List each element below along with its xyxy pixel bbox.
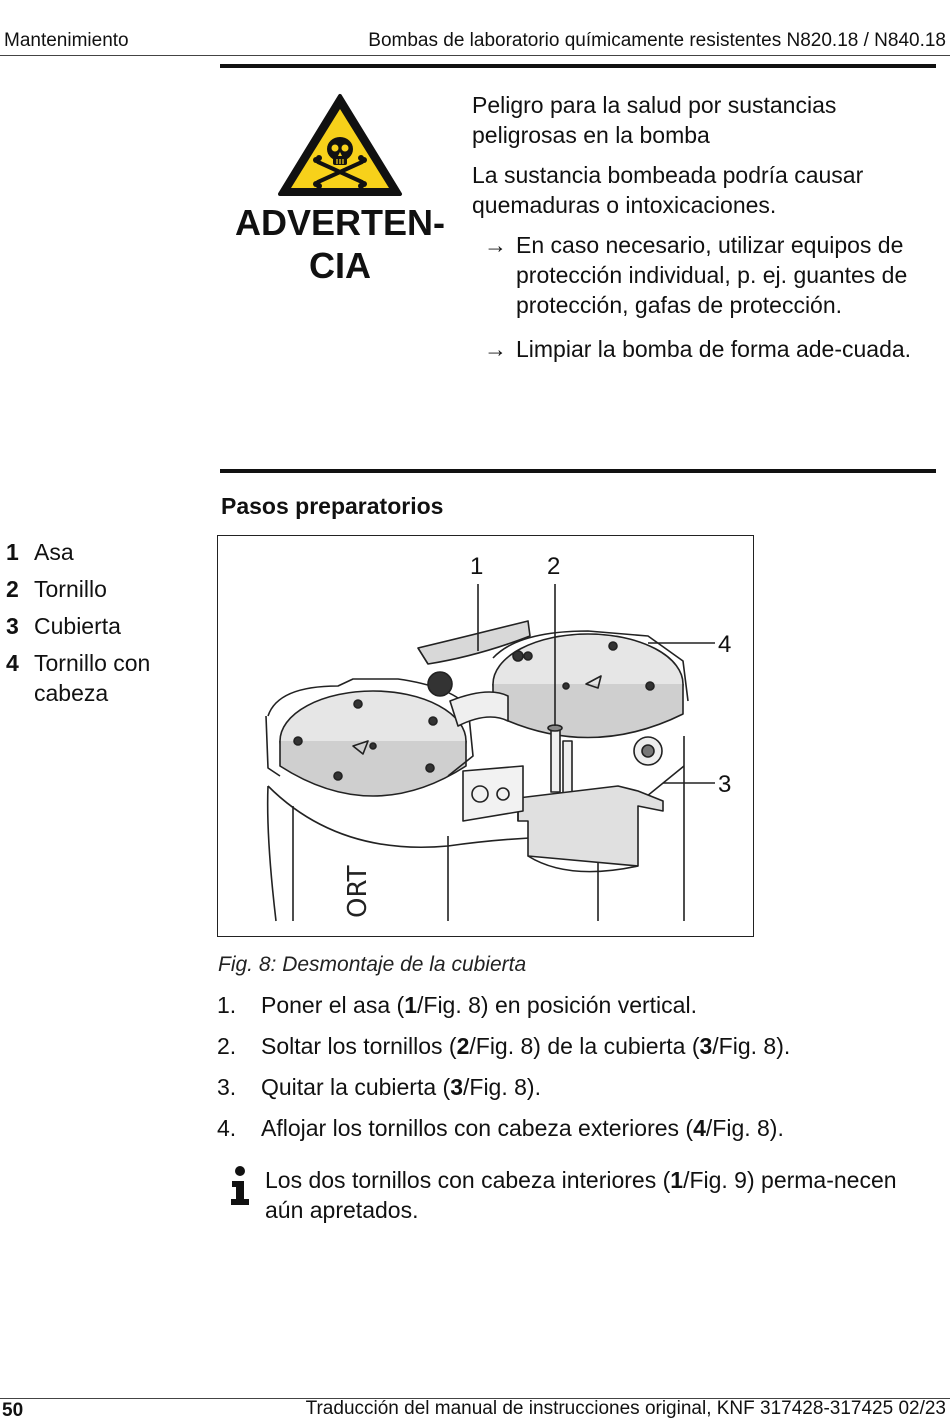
step-text: /Fig. 8).: [712, 1033, 791, 1059]
header-divider: [0, 55, 950, 56]
callout-1: 1: [470, 553, 483, 580]
legend-number: 1: [6, 539, 19, 565]
procedure-step: 3. Quitar la cubierta (3/Fig. 8).: [217, 1072, 937, 1102]
callout-3: 3: [718, 771, 731, 798]
legend-number: 2: [6, 576, 19, 602]
legend-label: Tornillo: [34, 576, 107, 602]
step-number: 1.: [217, 992, 237, 1018]
step-text: Aflojar los tornillos con cabeza exterio…: [261, 1115, 694, 1141]
step-number: 2.: [217, 1033, 237, 1059]
info-note: Los dos tornillos con cabeza interiores …: [225, 1165, 925, 1225]
warning-hazard: Peligro para la salud por sustancias pel…: [472, 92, 837, 148]
page-number: 50: [2, 1400, 24, 1421]
running-header-section: Mantenimiento: [4, 30, 129, 51]
callout-4: 4: [718, 631, 731, 658]
legend-label: Cubierta: [34, 613, 121, 639]
warning-measure: → En caso necesario, utilizar equipos de…: [472, 230, 932, 320]
procedure-step: 1. Poner el asa (1/Fig. 8) en posición v…: [217, 990, 937, 1020]
step-ref: 3: [450, 1074, 463, 1100]
step-ref: 4: [693, 1115, 706, 1141]
section-title: Pasos preparatorios: [221, 493, 444, 519]
step-text: Quitar la cubierta (: [261, 1074, 451, 1100]
legend-label: Asa: [34, 539, 74, 565]
warning-bottom-rule: [220, 469, 936, 473]
legend-number: 3: [6, 613, 19, 639]
warning-measure-text: En caso necesario, utilizar equipos de p…: [516, 232, 908, 318]
arrow-right-icon: →: [484, 336, 507, 362]
legend-number: 4: [6, 650, 19, 676]
note-ref: 1: [670, 1167, 684, 1193]
legend-label: Tornillo con cabeza: [34, 650, 151, 706]
step-ref: 1: [404, 992, 417, 1018]
step-number: 4.: [217, 1115, 237, 1141]
info-icon: [231, 1166, 249, 1205]
legend-item: 2 Tornillo: [6, 574, 206, 604]
warning-top-rule: [220, 64, 936, 68]
step-ref: 2: [456, 1033, 470, 1059]
note-text: Los dos tornillos con cabeza interiores …: [265, 1167, 671, 1193]
note-text: /Fig. 9) perma-necen aún apretados.: [265, 1167, 897, 1223]
pump-illustration: ORT 1 2 4 3: [265, 553, 731, 922]
procedure-step: 4. Aflojar los tornillos con cabeza exte…: [217, 1113, 937, 1143]
legend-item: 1 Asa: [6, 537, 206, 567]
signal-word-line-2: CIA: [309, 245, 371, 286]
warning-text: Peligro para la salud por sustancias pel…: [472, 90, 932, 378]
footer-divider: [0, 1398, 950, 1399]
signal-word-line-1: ADVERTEN-: [234, 202, 445, 243]
step-number: 3.: [217, 1074, 237, 1100]
legend-item: 3 Cubierta: [6, 611, 206, 641]
toxic-warning-triangle-icon: [278, 94, 402, 196]
procedure-steps: 1. Poner el asa (1/Fig. 8) en posición v…: [217, 990, 937, 1154]
housing-lettering: ORT: [343, 865, 373, 918]
step-text: /Fig. 8).: [705, 1115, 784, 1141]
step-text: Poner el asa (: [261, 992, 405, 1018]
footer-text: Traducción del manual de instrucciones o…: [305, 1398, 946, 1419]
running-header-title: Bombas de laboratorio químicamente resis…: [368, 30, 946, 51]
figure-caption: Fig. 8: Desmontaje de la cubierta: [218, 953, 527, 976]
legend-item: 4 Tornillo con cabeza: [6, 648, 206, 708]
step-text: /Fig. 8) de la cubierta (: [469, 1033, 700, 1059]
warning-measure-text: Limpiar la bomba de forma ade-cuada.: [516, 336, 912, 362]
step-text: Soltar los tornillos (: [261, 1033, 457, 1059]
procedure-step: 2. Soltar los tornillos (2/Fig. 8) de la…: [217, 1031, 937, 1061]
warning-signal-word: ADVERTEN- CIA: [228, 201, 452, 287]
step-ref: 3: [699, 1033, 713, 1059]
callout-2: 2: [547, 553, 560, 580]
arrow-right-icon: →: [484, 232, 507, 258]
warning-measure: → Limpiar la bomba de forma ade-cuada.: [472, 334, 932, 364]
figure-legend: 1 Asa 2 Tornillo 3 Cubierta 4 Tornillo c…: [6, 537, 206, 715]
warning-consequence: La sustancia bombeada podría causar quem…: [472, 162, 864, 218]
step-text: /Fig. 8).: [463, 1074, 541, 1100]
figure-pump-cover-removal: ORT 1 2 4 3: [217, 535, 754, 937]
step-text: /Fig. 8) en posición vertical.: [417, 992, 697, 1018]
